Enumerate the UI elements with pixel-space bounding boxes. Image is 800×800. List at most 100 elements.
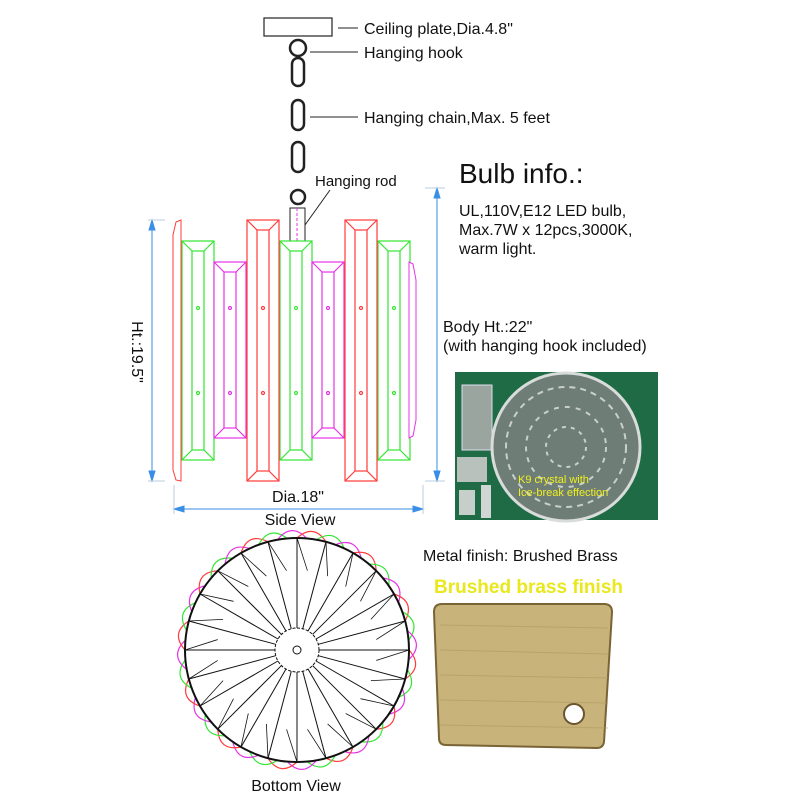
facet-line — [360, 698, 395, 707]
panel-outline — [398, 669, 413, 698]
facet-line — [188, 660, 218, 680]
body-height-dimension — [425, 186, 445, 483]
panel-outline — [224, 546, 250, 565]
panel-outline — [361, 721, 384, 743]
panel-outline — [368, 563, 390, 586]
facet-line — [240, 552, 267, 577]
hanging-chain — [289, 56, 307, 206]
side-view-label: Side View — [265, 512, 336, 529]
leader-line — [304, 189, 331, 226]
facet-line — [370, 593, 395, 620]
spoke — [307, 552, 354, 632]
body-height-label: Body Ht.:22" — [443, 319, 532, 336]
crystal-panel-edge — [408, 261, 417, 439]
panel-outline — [404, 649, 417, 680]
hanging-hook — [288, 38, 308, 58]
panel-outline — [335, 541, 362, 559]
crystal-panel — [279, 240, 313, 461]
crystal-panel — [344, 219, 378, 482]
crystal-panel — [377, 240, 411, 461]
panel-outline — [188, 585, 206, 612]
spoke — [199, 660, 279, 707]
facet-line — [327, 723, 354, 748]
height-dimension — [148, 218, 165, 483]
spoke — [199, 593, 279, 640]
facet-line — [296, 537, 308, 571]
facet-line — [360, 570, 377, 602]
spoke — [318, 620, 406, 645]
panel-outline — [258, 532, 288, 546]
facet-line — [345, 552, 354, 587]
spoke — [312, 665, 377, 730]
panel-outline — [217, 729, 242, 749]
panel-outline — [240, 538, 269, 554]
panel-outline — [393, 593, 409, 622]
panel-outline — [388, 688, 406, 715]
bulb-info-line: UL,110V,E12 LED bulb, — [459, 203, 626, 220]
ceiling-plate — [263, 17, 333, 37]
crystal-photo: K9 crystal with Ice-break effection — [455, 371, 658, 523]
center-hole — [292, 645, 302, 655]
spoke — [318, 655, 406, 680]
facet-line — [370, 678, 406, 682]
spoke — [240, 668, 287, 748]
bulb-info-title: Bulb info.: — [459, 158, 584, 189]
brass-swatch-photo: Brushed brass finish — [430, 572, 623, 750]
panel-outline — [325, 746, 354, 762]
panel-outline — [344, 735, 370, 754]
hanging-chain-label: Hanging chain,Max. 5 feet — [364, 110, 550, 127]
facet-line — [345, 713, 377, 730]
panel-outline — [401, 611, 415, 641]
facet-line — [217, 570, 249, 587]
spoke — [240, 552, 287, 632]
panel-outline — [352, 551, 377, 571]
facet-line — [240, 713, 249, 748]
spoke — [217, 665, 282, 730]
panel-outline — [185, 678, 201, 707]
panel-outline — [406, 630, 418, 661]
spoke — [302, 541, 327, 629]
metal-finish-label: Metal finish: Brushed Brass — [423, 548, 618, 565]
hanging-rod-label: Hanging rod — [315, 173, 397, 190]
facet-line — [267, 541, 287, 571]
panel-outline — [376, 705, 396, 730]
crystal-caption: Ice-break effection — [518, 487, 608, 499]
facet-line — [199, 593, 234, 602]
spoke — [188, 620, 276, 645]
panel-outline — [306, 754, 336, 768]
crystal-panel-edge — [172, 219, 182, 482]
facet-line — [217, 698, 234, 730]
panel-outline — [193, 697, 212, 723]
spoke — [267, 541, 292, 629]
bulb-info-line: warm light. — [458, 241, 536, 258]
panel-outline — [232, 741, 259, 759]
facet-line — [376, 620, 406, 640]
bottom-view-label: Bottom View — [251, 778, 341, 795]
bottom-view-drawing — [176, 529, 418, 771]
facet-line — [265, 723, 269, 759]
facet-line — [199, 680, 224, 707]
panel-outline — [177, 620, 190, 651]
side-view-panels — [172, 219, 417, 482]
bulb-info-line: Max.7W x 12pcs,3000K, — [459, 222, 632, 239]
spoke — [312, 570, 377, 635]
panel-outline — [176, 639, 188, 670]
panel-outline — [277, 529, 308, 541]
panel-outline — [198, 570, 218, 595]
spoke — [217, 570, 282, 635]
facet-line — [184, 639, 218, 651]
height-label: Ht.:19.5" — [128, 321, 145, 383]
spoke — [302, 671, 327, 759]
crystal-panel — [246, 219, 280, 482]
facet-line — [376, 649, 410, 661]
panel-outline — [267, 757, 298, 770]
center-hub — [274, 627, 320, 673]
spoke — [267, 671, 292, 759]
diameter-label: Dia.18" — [272, 489, 324, 506]
panel-outline — [204, 714, 226, 737]
spoke — [307, 668, 354, 748]
crystal-caption: K9 crystal with — [518, 474, 589, 486]
swatch-caption: Brushed brass finish — [434, 577, 623, 598]
